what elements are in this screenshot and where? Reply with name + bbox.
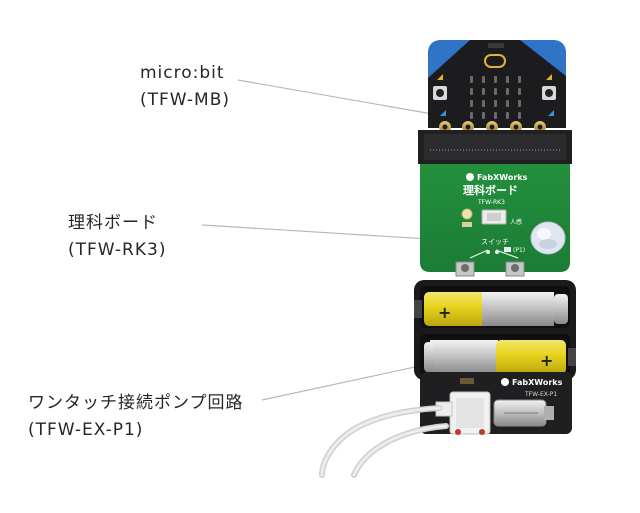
battery-plus-bottom: + xyxy=(540,351,553,370)
leader-line-science-board xyxy=(201,224,446,241)
board-switch-text: スイッチ xyxy=(481,238,509,246)
board-screw-terminals xyxy=(455,261,525,277)
microbit-led-matrix xyxy=(470,76,521,119)
pump-brand-text: FabXWorks xyxy=(512,378,563,387)
tube-connector xyxy=(435,391,491,435)
label-science-board: 理科ボード (TFW-RK3) xyxy=(68,210,166,264)
pump-motor xyxy=(493,399,554,427)
label-science-board-name: 理科ボード xyxy=(68,213,158,233)
science-board: FabXWorks 理科ボード TFW-RK3 人感 スイッチ (P1) xyxy=(418,130,572,277)
microbit-corner-right xyxy=(520,40,566,76)
board-model-text: TFW-RK3 xyxy=(477,199,505,206)
label-pump-circuit-name: ワンタッチ接続ポンプ回路 xyxy=(28,393,244,413)
silicone-tubes xyxy=(319,405,449,478)
pump-model-text: TFW-EX-P1 xyxy=(524,391,557,398)
battery-cell-bottom: + xyxy=(424,340,576,374)
microbit-logo-icon xyxy=(484,54,506,68)
label-pump-circuit: ワンタッチ接続ポンプ回路 (TFW-EX-P1) xyxy=(28,390,244,444)
label-microbit-model: (TFW-MB) xyxy=(140,90,231,110)
board-p1-text: (P1) xyxy=(513,247,525,254)
board-title-text: 理科ボード xyxy=(463,183,518,197)
battery-cell-top: + xyxy=(414,292,568,326)
pir-sensor-dome xyxy=(530,221,566,255)
microbit-corner-left xyxy=(428,40,470,78)
label-science-board-model: (TFW-RK3) xyxy=(68,240,167,260)
battery-plus-top: + xyxy=(438,303,451,322)
leader-line-microbit xyxy=(237,79,439,116)
battery-box: + + xyxy=(414,280,576,380)
board-brand-text: FabXWorks xyxy=(477,173,528,182)
label-microbit-name: micro:bit xyxy=(140,63,225,83)
pump-circuit-board: FabXWorks TFW-EX-P1 xyxy=(420,372,572,435)
board-sensor-text: 人感 xyxy=(510,218,522,226)
microbit-board xyxy=(428,40,566,133)
leader-line-pump-circuit xyxy=(261,361,439,401)
label-pump-circuit-model: (TFW-EX-P1) xyxy=(28,420,144,440)
label-microbit: micro:bit (TFW-MB) xyxy=(140,60,230,114)
